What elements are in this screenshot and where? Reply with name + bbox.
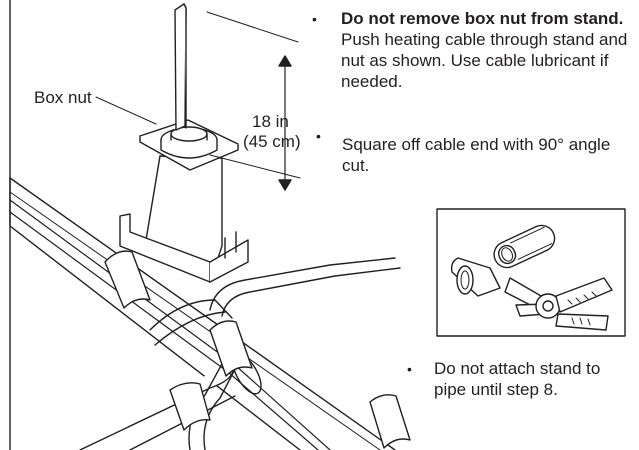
stand-body [119, 155, 249, 283]
cable-end-vertical [174, 3, 187, 131]
instruction-3-text: Do not attach stand to pipe until step 8… [434, 359, 601, 399]
bullet-icon: • [312, 11, 317, 27]
instruction-2-text: Square off cable end with 90° angle cut. [342, 135, 611, 175]
box-nut-leader [95, 96, 157, 125]
inset-cable-cut [436, 208, 626, 337]
instruction-1-bold: Do not remove box nut from stand. [341, 9, 624, 28]
dimension-marker [206, 11, 301, 191]
box-nut [139, 119, 239, 171]
dimension-inches-label: 18 in [252, 112, 289, 131]
bullet-icon: • [407, 361, 412, 377]
pipe-straps [104, 250, 411, 449]
box-nut-label: Box nut [34, 88, 92, 107]
dimension-cm-label: (45 cm) [243, 132, 301, 151]
instruction-1-text: Push heating cable through stand and nut… [341, 30, 628, 91]
bullet-icon: • [316, 128, 321, 144]
main-pipe [9, 177, 396, 450]
